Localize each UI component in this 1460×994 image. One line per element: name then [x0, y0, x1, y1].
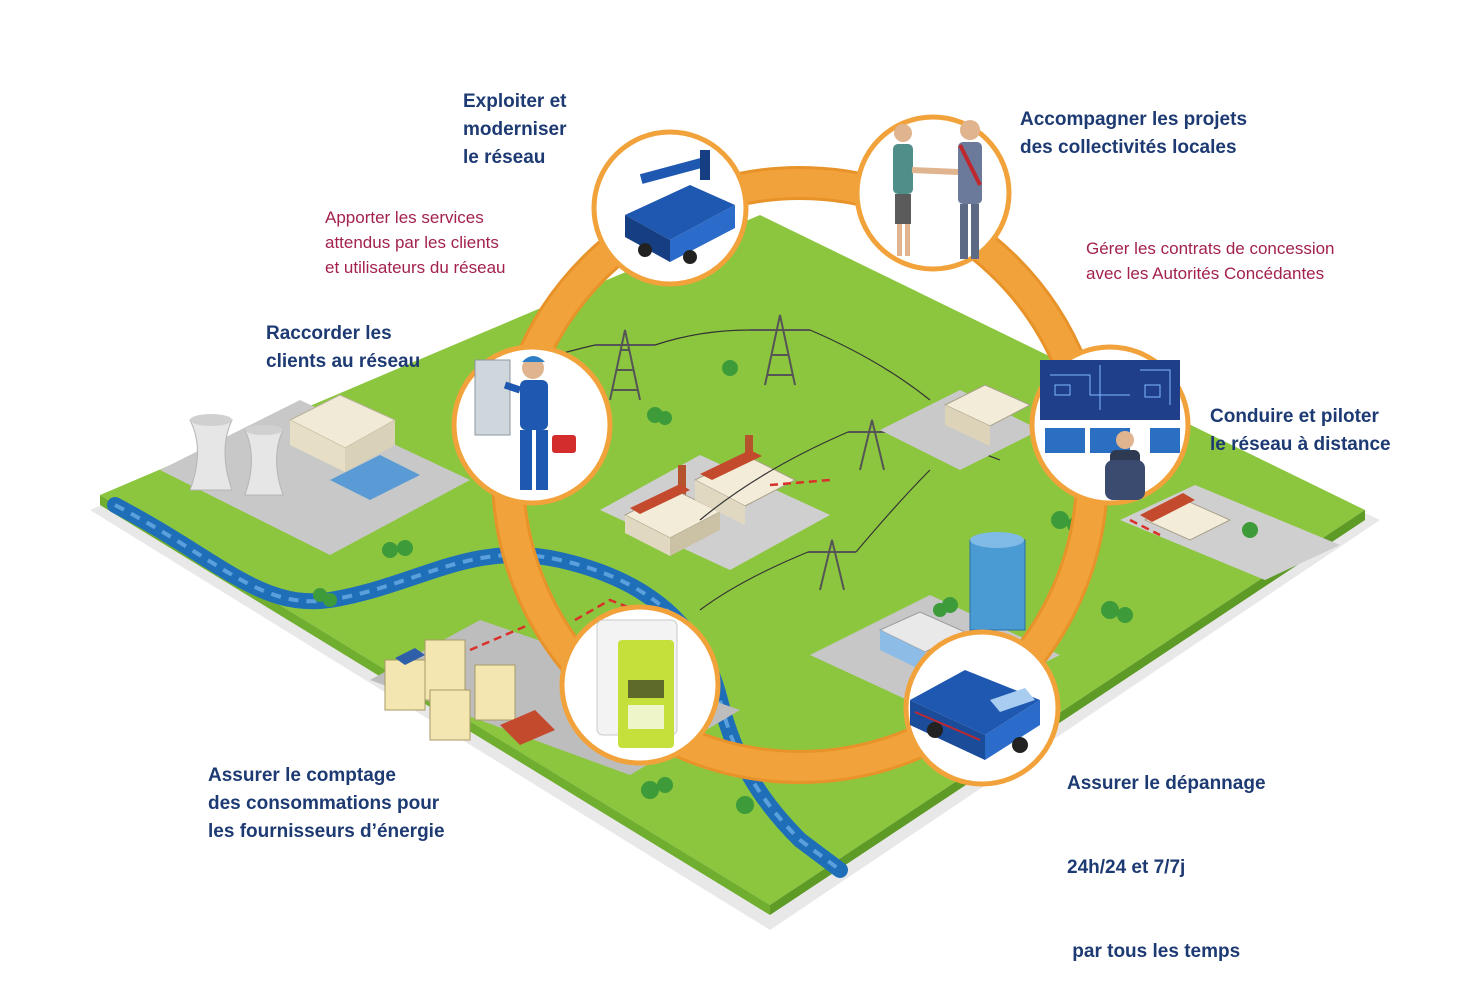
control-room-illustration: [1029, 344, 1191, 506]
red-cables: [469, 478, 1161, 652]
technician-panel-illustration: [451, 344, 613, 506]
land-edge-right: [770, 510, 1365, 915]
smart-meter-illustration: [559, 604, 721, 766]
apartment-blocks: [384, 639, 555, 745]
note-contracts: Gérer les contrats de concession avec le…: [1086, 239, 1335, 283]
power-plant-ground: [160, 400, 470, 555]
handshake-illustration: [854, 114, 1012, 272]
label-connect-clients: Raccorder les clients au réseau: [266, 323, 421, 372]
label-metering: Assurer le comptage des consommations po…: [208, 765, 445, 842]
chimney-icon: [678, 465, 686, 505]
solar-roof: [330, 455, 420, 500]
service-van-illustration: [903, 629, 1061, 787]
bucket-truck-illustration: [591, 129, 749, 287]
cooling-tower-icon: [244, 429, 284, 496]
label-support-communities: Accompagner les projets des collectivité…: [1020, 109, 1248, 158]
pylon-icon: [595, 314, 896, 591]
glass-tower: [969, 539, 1026, 631]
label-repair: Assurer le dépannage 24h/24 et 7/7j par …: [1067, 773, 1266, 962]
label-remote-control: Conduire et piloter le réseau à distance: [1210, 406, 1391, 455]
diagram-scene: [90, 114, 1380, 930]
note-services: Apporter les services attendus par les c…: [325, 208, 506, 277]
cooling-tower-icon: [189, 419, 233, 491]
label-exploit-network: Exploiter et moderniser le réseau: [463, 91, 567, 168]
